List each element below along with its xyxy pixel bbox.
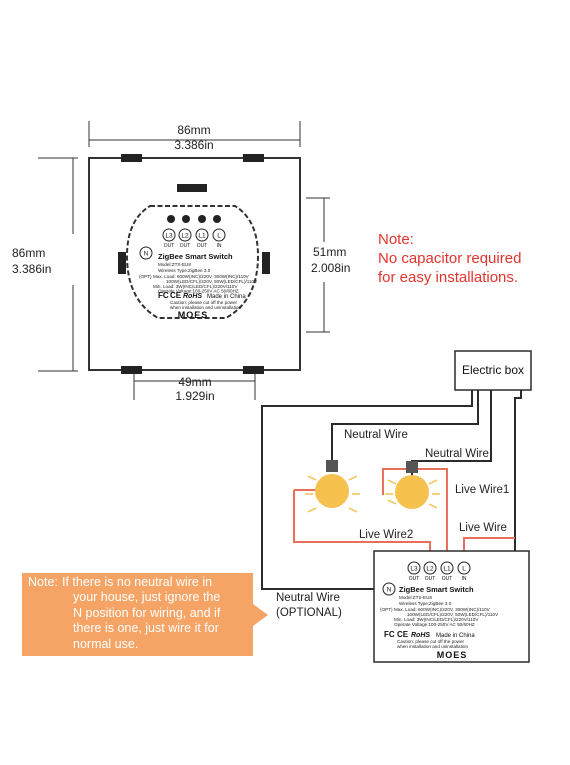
left-dim-in: 3.386in (12, 262, 51, 276)
small-wireless: Wireless Type:ZigBee 3.0 (399, 601, 452, 606)
small-caution1: Caution: please cut off the power (397, 639, 465, 644)
face-terminal-l3: L3 (165, 233, 173, 240)
top-dim-mm: 86mm (177, 123, 210, 137)
small-title: ZigBee Smart Switch (399, 585, 474, 594)
face-rohs-mark: RoHS (183, 293, 202, 300)
left-dim-mm: 86mm (12, 246, 45, 260)
neutral-note-box: Note: If there is no neutral wire in you… (22, 573, 268, 656)
small-rohs-mark: RoHS (411, 632, 430, 639)
face-made-in: Made in China (207, 294, 246, 300)
face-ce-mark: CE (170, 291, 182, 300)
switch-back-view: L3 L2 L1 L OUT OUT OUT IN N ZigBee Smart… (88, 154, 301, 374)
small-model: Model:ZTS-EU8 (399, 595, 432, 600)
bulb-2 (385, 461, 440, 509)
bulb-1 (305, 460, 360, 513)
small-fc-mark: FC (384, 630, 395, 639)
label-neutral-wire-1: Neutral Wire (344, 429, 408, 441)
neutral-note-line1: If there is no neutral wire in (62, 575, 212, 589)
face-caution1: Caution: please cut off the power (170, 300, 238, 305)
small-terminal-l1-sub: OUT (442, 576, 453, 582)
small-opt: (OPT) (380, 607, 393, 612)
face-terminal-l-sub: IN (217, 243, 222, 249)
right-dim-mm: 51mm (313, 245, 346, 259)
small-ce-mark: CE (397, 630, 409, 639)
bottom-dimension: 49mm 1.929in (133, 367, 256, 403)
capacitor-note-line2: for easy installations. (378, 269, 518, 286)
face-max-load: Max. Load: 600W(INC)/220V, 300W(INC)/110… (153, 274, 250, 279)
small-terminal-l2-sub: OUT (425, 576, 436, 582)
neutral-note-line3: N position for wiring, and if (73, 606, 221, 620)
face-terminal-l2-sub: OUT (180, 243, 191, 249)
left-dimension: 86mm 3.386in (12, 157, 78, 372)
face-terminal-l3-sub: OUT (164, 243, 175, 249)
right-dim-in: 2.008in (311, 261, 350, 275)
capacitor-note: Note: No capacitor required for easy ins… (378, 231, 521, 286)
top-dim-in: 3.386in (174, 138, 213, 152)
small-terminal-l1: L1 (443, 566, 451, 573)
face-max-load2: 100W(LED/CFL)/220V, 50W(LED/CFL)/110V (166, 279, 258, 284)
face-n-label: N (144, 251, 149, 258)
face-model: Model:ZTS-EU8 (158, 262, 191, 267)
small-n-label: N (387, 587, 392, 594)
small-terminal-l2: L2 (426, 566, 434, 573)
label-neutral-wire-2: Neutral Wire (425, 448, 489, 460)
neutral-note-line5: normal use. (73, 637, 138, 651)
neutral-note-line2: your house, just ignore the (73, 590, 220, 604)
label-live-wire-2: Live Wire2 (359, 529, 413, 541)
small-max-load: Max. Load: 600W(INC)/220V, 300W(INC)/110… (394, 607, 491, 612)
live-wire-main (514, 390, 522, 562)
label-neutral-optional-paren: (OPTIONAL) (276, 607, 342, 619)
neutral-wire-to-bulb1 (331, 390, 479, 460)
face-terminal-l2: L2 (181, 233, 189, 240)
small-min-load: Min. Load: 3W(INC/LED/CFL)/220V/110V (394, 617, 479, 622)
label-neutral-optional: Neutral Wire (276, 592, 340, 604)
capacitor-note-line1: No capacitor required (378, 250, 521, 267)
face-opt: (OPT) (139, 274, 152, 279)
bottom-dim-mm: 49mm (178, 375, 211, 389)
electric-box: Electric box (454, 350, 532, 391)
neutral-note-prefix: Note: (28, 575, 58, 589)
face-voltage: Operate Voltage:100-250V AC 50/60HZ (158, 289, 239, 294)
face-terminal-l1: L1 (198, 233, 206, 240)
small-terminal-l: L (462, 566, 466, 573)
face-caution2: when installation and uninstallation (170, 305, 241, 310)
label-live-wire-1: Live Wire1 (455, 484, 509, 496)
small-voltage: Operate Voltage:100-250V AC 50/60HZ (394, 622, 475, 627)
neutral-wire-optional (261, 390, 473, 590)
small-switch: L3 L2 L1 L OUT OUT OUT IN N ZigBee Smart… (373, 550, 530, 663)
face-wireless: Wireless Type:ZigBee 3.0 (158, 268, 211, 273)
small-brand-logo: MOES (437, 650, 468, 660)
face-min-load: Min. Load: 3W(INC/LED/CFL)/220V/110V (153, 284, 238, 289)
face-title: ZigBee Smart Switch (158, 252, 233, 261)
small-terminal-l-sub: IN (462, 576, 467, 582)
face-terminal-l: L (217, 233, 221, 240)
bottom-dim-in: 1.929in (175, 389, 214, 403)
neutral-note-line4: there is one, just wire it for (73, 621, 219, 635)
small-max-load2: 100W(LED/CFL)/220V, 50W(LED/CFL)/110V (407, 612, 499, 617)
small-terminal-l3-sub: OUT (409, 576, 420, 582)
top-dimension: 86mm 3.386in (88, 121, 301, 152)
small-made-in: Made in China (436, 633, 475, 639)
label-live-wire: Live Wire (459, 522, 507, 534)
face-terminal-l1-sub: OUT (197, 243, 208, 249)
electric-box-label: Electric box (462, 363, 524, 377)
face-fc-mark: FC (158, 291, 169, 300)
small-terminal-l3: L3 (410, 566, 418, 573)
small-caution2: when installation and uninstallation (397, 644, 468, 649)
capacitor-note-title: Note: (378, 231, 414, 248)
face-brand-logo: MOES (178, 310, 209, 320)
right-dimension: 51mm 2.008in (306, 197, 350, 333)
